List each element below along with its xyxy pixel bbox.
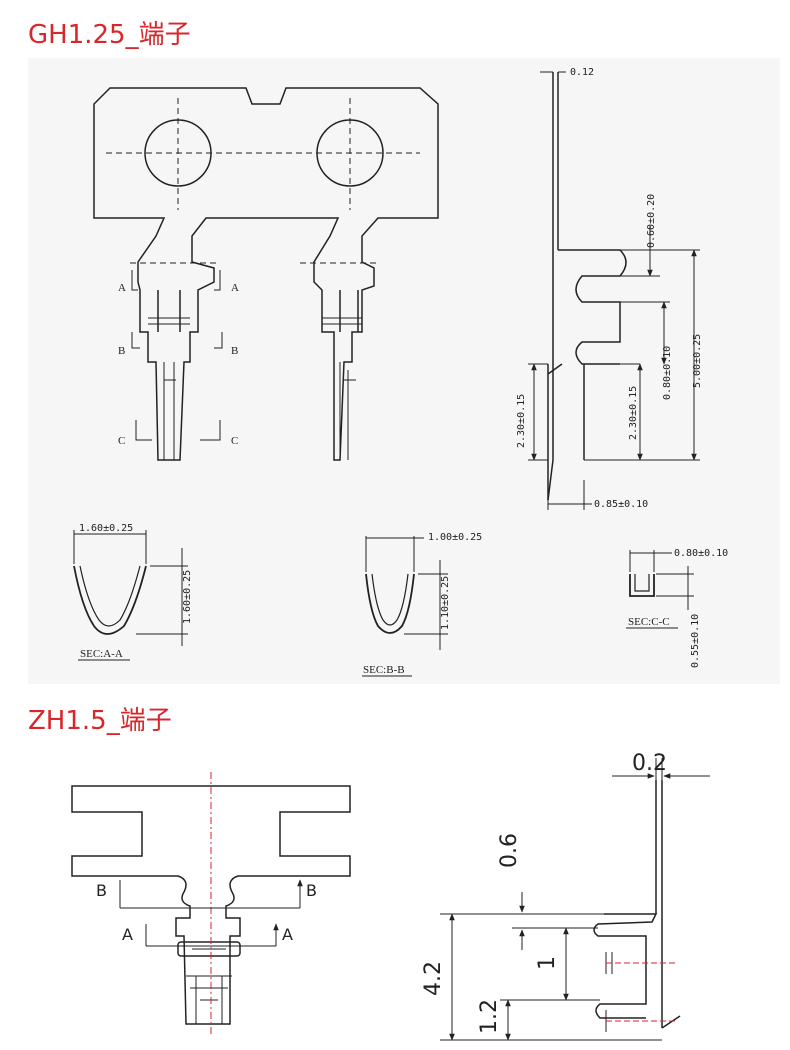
gh-label-a-right: A [231,282,239,294]
zh-side-center-lines [606,962,676,1022]
gh-section-aa [73,530,188,661]
gh-dim-230-right: 2.30±0.15 [628,386,639,440]
gh-dim-060: 0.60±0.20 [646,194,657,248]
gh-section-cc [626,550,694,629]
gh-side-dims [528,71,700,510]
zh-dim-thickness: 0.2 [632,751,667,776]
gh-section-title: GH1.25_端子 [28,20,191,50]
zh-label-b-right: B [306,881,317,900]
gh-sec-bb-label: SEC:B-B [363,664,405,676]
gh-sec-cc-label: SEC:C-C [628,616,670,628]
gh-label-b-right: B [231,345,238,357]
gh-sec-aa-height: 1.60±0.25 [182,570,193,624]
zh-dim-1: 1 [535,956,560,970]
zh-dim-06: 0.6 [497,833,522,868]
gh-section-markers [131,270,223,441]
gh-dim-500: 5.00±0.25 [692,334,703,388]
gh-label-a-left: A [118,282,126,294]
zh-side-dims [440,758,710,1041]
zh-label-a-right: A [282,925,293,944]
gh-label-b-left: B [118,345,125,357]
zh-dim-42: 4.2 [421,961,446,996]
gh-dim-thickness: 0.12 [570,67,594,78]
gh-carrier-strip [93,87,439,461]
gh-sec-bb-height: 1.10±0.25 [440,576,451,630]
gh-sec-bb-width: 1.00±0.25 [428,532,482,543]
gh-label-c-right: C [231,435,238,447]
gh-sec-cc-width: 0.80±0.10 [674,548,728,559]
zh-label-b-left: B [96,881,107,900]
gh-sec-aa-label: SEC:A-A [80,648,123,660]
zh-section-title: ZH1.5_端子 [28,706,172,736]
zh-label-a-left: A [122,925,133,944]
gh-dim-080: 0.80±0.10 [662,346,673,400]
zh-dim-12: 1.2 [477,999,502,1034]
zh-section-markers [119,880,300,947]
gh-side-view [547,72,627,501]
gh-sec-cc-height: 0.55±0.10 [690,614,701,668]
gh-sec-aa-width: 1.60±0.25 [79,523,133,534]
gh-dim-085: 0.85±0.10 [594,499,648,510]
gh-label-c-left: C [118,435,125,447]
gh-section-bb [362,536,448,677]
gh-center-lines [106,98,420,264]
gh-front-view [93,87,439,461]
zh-front-view [71,785,351,1025]
zh-side-view [593,780,681,1032]
gh-dim-230-left: 2.30±0.15 [516,394,527,448]
